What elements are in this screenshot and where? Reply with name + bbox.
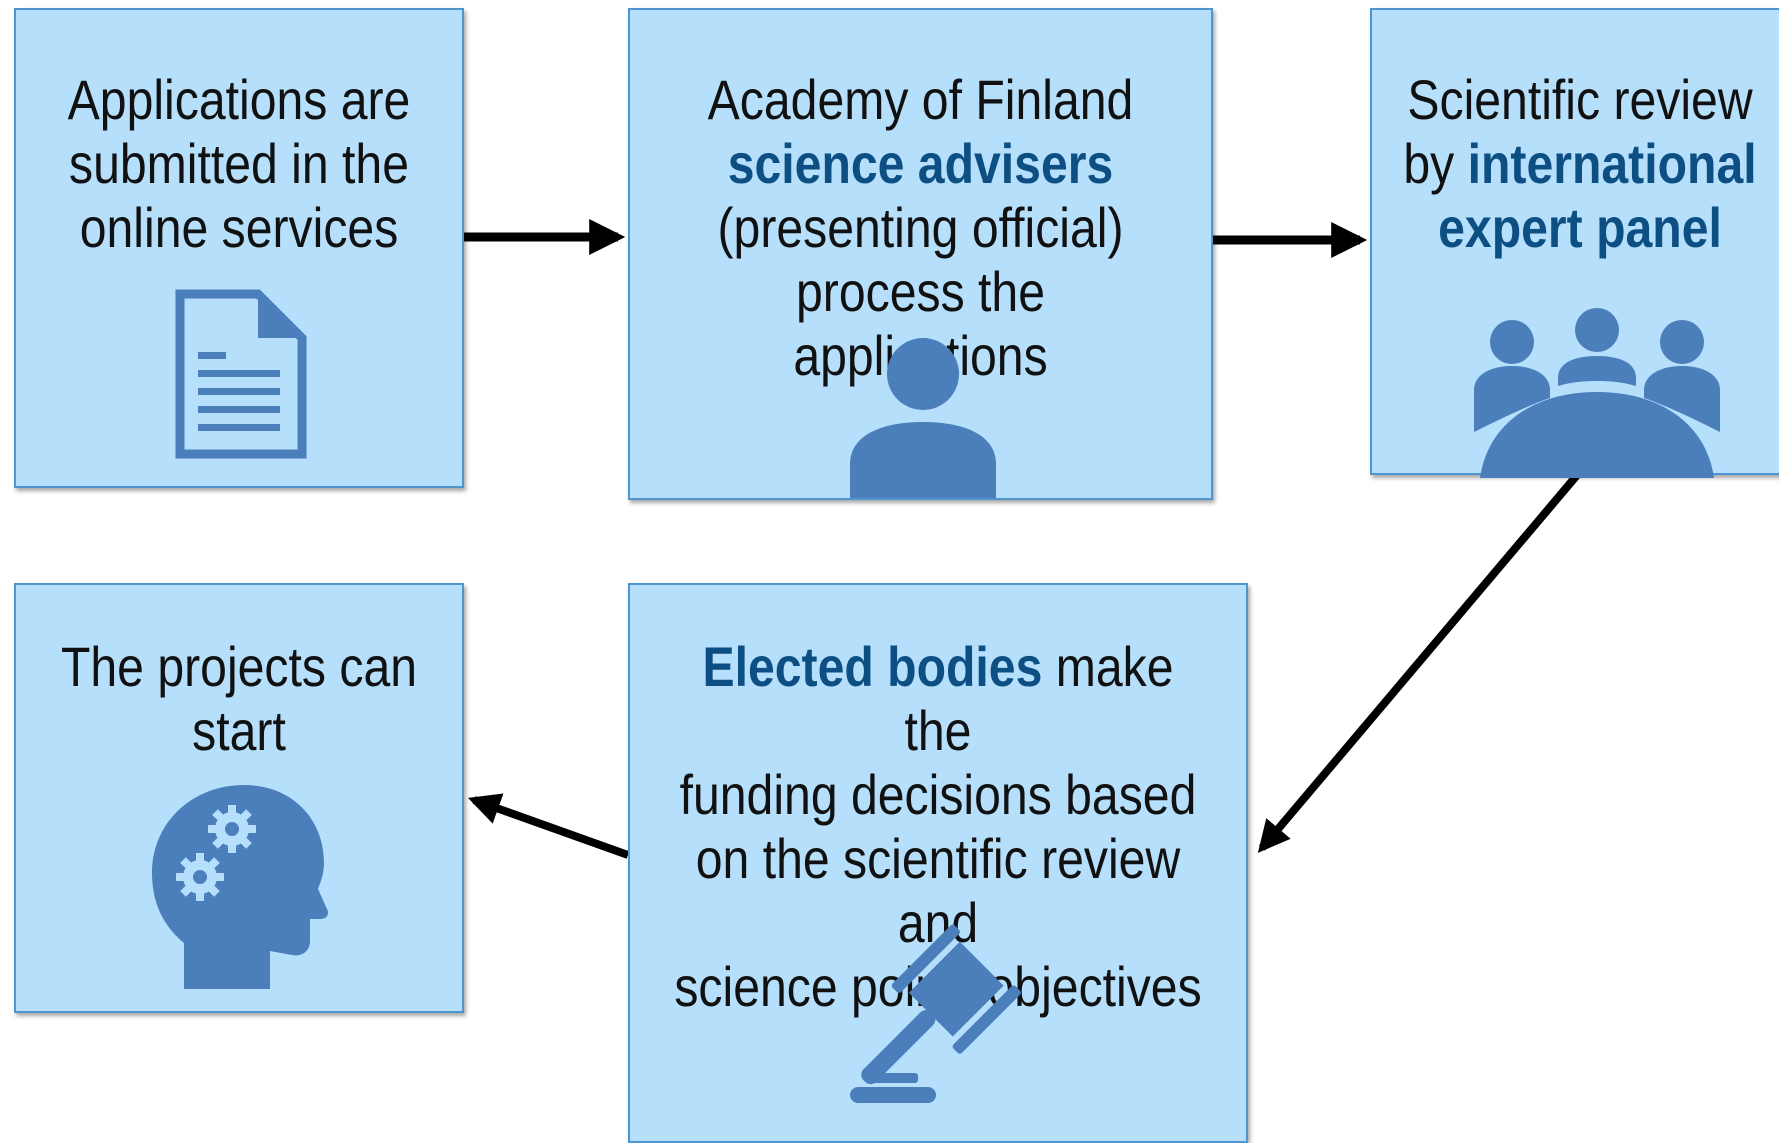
head-gears-icon <box>152 785 328 989</box>
step-submit-text: Applications are submitted in the online… <box>67 68 411 259</box>
document-icon <box>175 289 307 459</box>
step-science-advisers: Academy of Finland science advisers (pre… <box>628 8 1213 500</box>
arrow-review-to-decision <box>1257 471 1582 853</box>
step-submit-applications: Applications are submitted in the online… <box>14 8 464 488</box>
gavel-icon <box>850 924 1021 1103</box>
person-icon <box>850 338 996 498</box>
step-start-text: The projects can start <box>60 635 418 762</box>
step-review-text: Scientific review by international exper… <box>1403 68 1757 259</box>
step-scientific-review: Scientific review by international exper… <box>1370 8 1779 478</box>
meeting-group-icon <box>1474 308 1720 478</box>
step-funding-decisions: Elected bodies make the funding decision… <box>628 583 1248 1143</box>
step-projects-start: The projects can start <box>14 583 464 1013</box>
arrow-decision-to-start <box>467 793 630 859</box>
